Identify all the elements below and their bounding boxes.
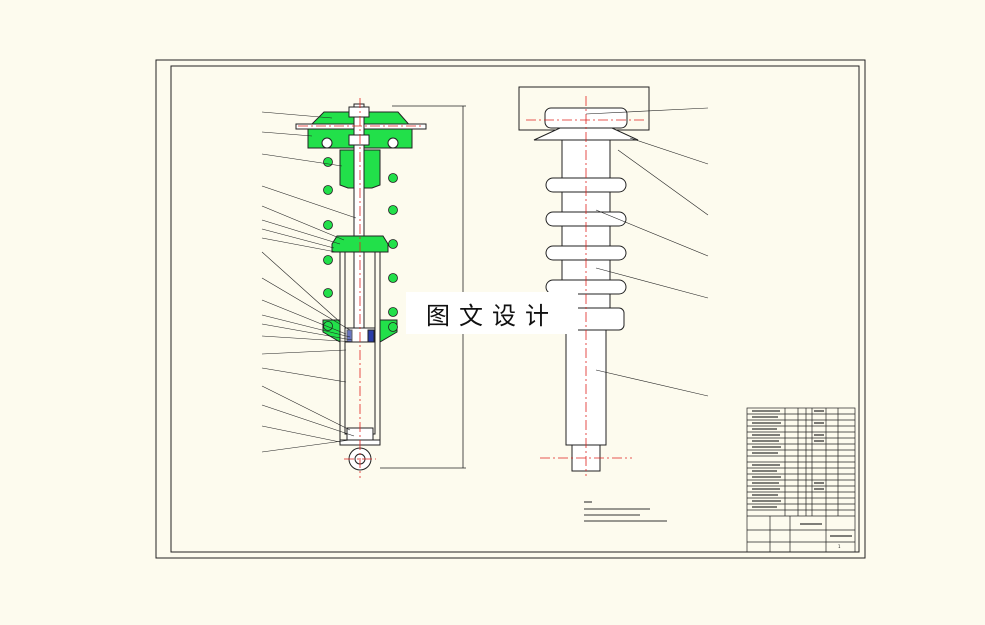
- piston-seal-left: [346, 329, 353, 343]
- exterior-view: [518, 86, 650, 472]
- title-block: [746, 407, 856, 553]
- piston-seal: [367, 329, 375, 343]
- mount-bolt-right: [387, 137, 399, 149]
- sheet-number: 1: [838, 544, 841, 549]
- leader-lines-left: [261, 111, 357, 453]
- centerlines-section: [298, 98, 422, 478]
- centerlines-exterior: [526, 96, 646, 476]
- leader-lines-right: [585, 107, 709, 397]
- technical-notes: [584, 501, 667, 522]
- rod-nut: [348, 106, 370, 118]
- outer-frame: [155, 59, 866, 559]
- rod-nut-lower: [348, 134, 370, 146]
- mount-bolt-left: [321, 137, 333, 149]
- inner-frame: [170, 65, 860, 553]
- spring-coils-section: [323, 157, 398, 332]
- title-block-ink: [752, 410, 852, 537]
- watermark: 图文设计: [406, 292, 578, 334]
- length-dimension: [380, 105, 466, 469]
- section-view: [295, 103, 427, 471]
